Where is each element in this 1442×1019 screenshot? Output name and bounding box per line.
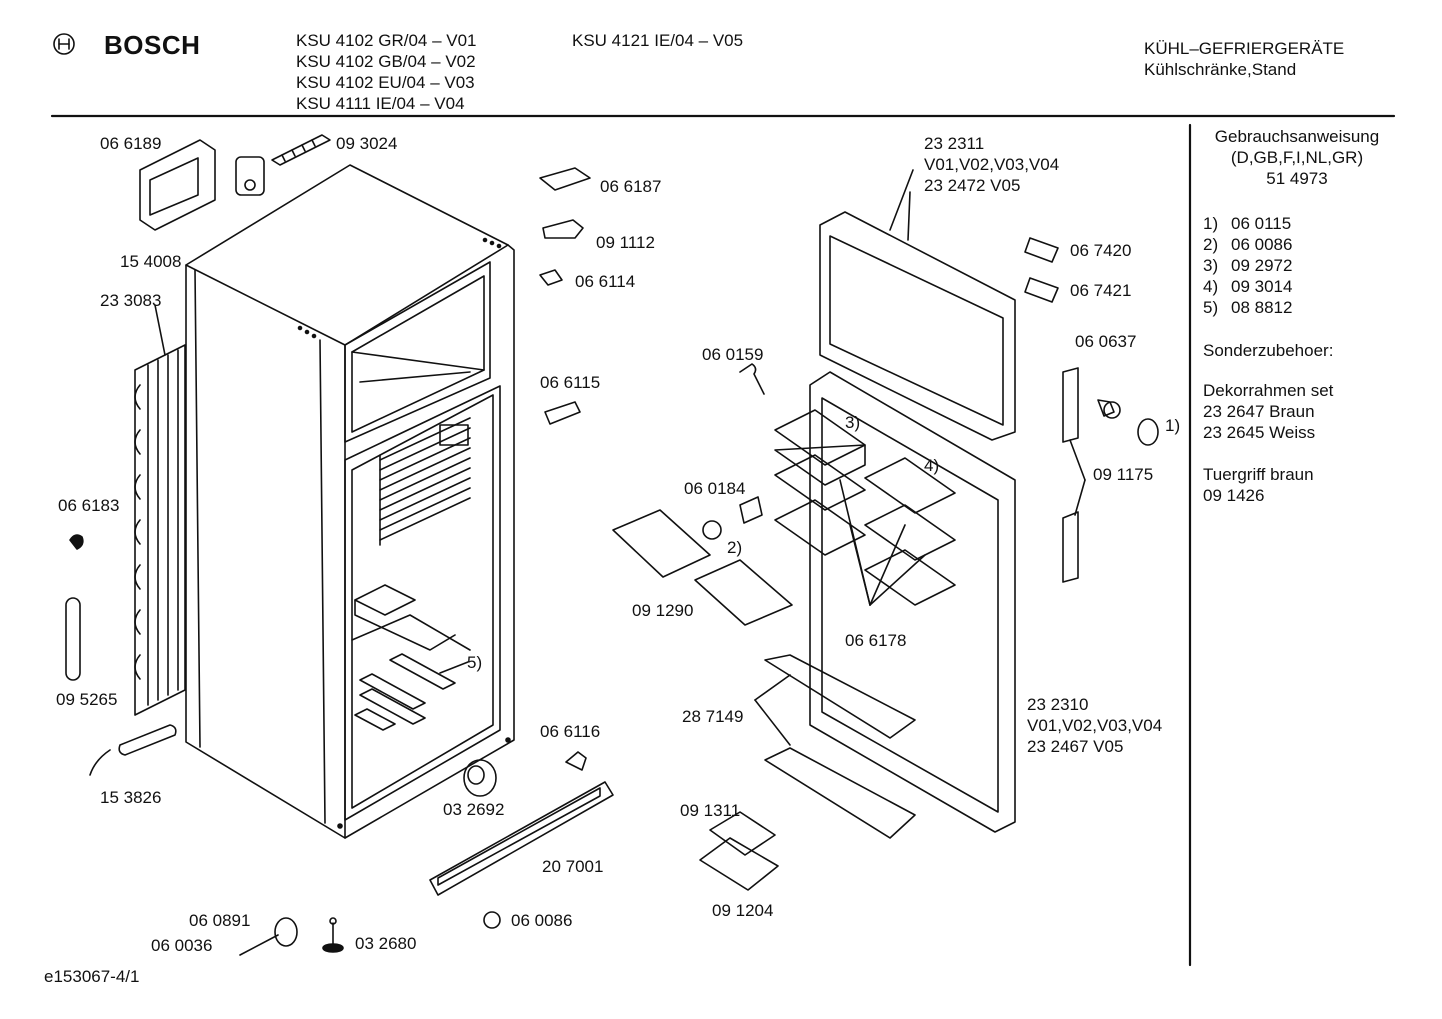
callout-label: 06 0891 [189, 911, 251, 930]
callout-label: 09 1311 [680, 801, 741, 820]
freezer-door-drawing [819, 169, 1059, 441]
callout-label: 09 1175 [1093, 465, 1154, 484]
callout-label: V01,V02,V03,V04 [1027, 716, 1163, 735]
callout-label: 4) [924, 456, 940, 475]
brand-logo-text: BOSCH [104, 30, 201, 60]
cabinet-body-drawing [185, 164, 515, 839]
callout-label: 06 0184 [684, 479, 746, 498]
callout-label: 06 6114 [575, 272, 636, 291]
callout-label: V01,V02,V03,V04 [924, 155, 1060, 174]
callout-label: 06 6178 [845, 631, 907, 650]
accessories-title: Sonderzubehoer: [1203, 341, 1334, 360]
callout-label: 23 2310 [1027, 695, 1089, 714]
list-item: 5)08 8812 [1203, 298, 1293, 317]
callout-label: 28 7149 [682, 707, 744, 726]
model-line: KSU 4102 EU/04 – V03 [296, 73, 475, 92]
callout-label: 23 2472 V05 [924, 176, 1021, 195]
callout-label: 06 6116 [540, 722, 601, 741]
decor-title: Dekorrahmen set [1203, 381, 1334, 400]
model-line: KSU 4102 GR/04 – V01 [296, 31, 477, 50]
bosch-logo-icon [53, 33, 75, 55]
callout-label: 23 2311 [924, 134, 985, 153]
drawing-code: e153067-4/1 [44, 967, 140, 986]
callout-label: 09 1112 [596, 233, 655, 252]
callout-label: 06 0086 [511, 911, 573, 930]
callout-label: 23 2467 V05 [1027, 737, 1124, 756]
model-line-mid: KSU 4121 IE/04 – V05 [572, 31, 744, 50]
list-item: 4)09 3014 [1203, 277, 1293, 296]
callout-label: 5) [467, 653, 483, 672]
callout-label: 09 1204 [712, 901, 774, 920]
callout-label: 06 0159 [702, 345, 764, 364]
numbered-parts-list: 1)06 0115 2)06 0086 3)09 2972 4)09 3014 … [1203, 213, 1292, 318]
callout-label: 06 7420 [1070, 241, 1132, 260]
callout-label: 23 3083 [100, 291, 162, 310]
callout-label: 06 6115 [540, 373, 601, 392]
fridge-door-drawing [699, 367, 1159, 891]
decor-brown: 23 2647 Braun [1203, 402, 1315, 421]
category-line-2: Kühlschränke,Stand [1144, 60, 1297, 79]
callout-label: 03 2680 [355, 934, 417, 953]
condenser-coil-drawing [134, 304, 186, 716]
model-line: KSU 4102 GB/04 – V02 [296, 52, 476, 71]
small-left-parts-drawing [65, 534, 614, 956]
handle-title: Tuergriff braun [1203, 465, 1314, 484]
callout-label: 15 4008 [120, 252, 182, 271]
callout-label: 06 6183 [58, 496, 120, 515]
list-item: 3)09 2972 [1203, 256, 1293, 275]
callout-label: 09 3024 [336, 134, 398, 153]
callout-label: 06 0637 [1075, 332, 1137, 351]
handle-block: Tuergriff braun 09 1426 [1203, 464, 1314, 506]
model-line: KSU 4111 IE/04 – V04 [296, 94, 465, 113]
callout-label: 06 7421 [1070, 281, 1132, 300]
control-housing-drawing [139, 134, 331, 231]
callout-label-block: 23 2310 V01,V02,V03,V04 23 2467 V05 [1027, 694, 1162, 757]
callout-label: 06 6189 [100, 134, 162, 153]
handle-number: 09 1426 [1203, 486, 1265, 505]
callout-label: 06 6187 [600, 177, 662, 196]
decor-block: Dekorrahmen set 23 2647 Braun 23 2645 We… [1203, 380, 1333, 443]
callout-label: 09 5265 [56, 690, 118, 709]
callout-label: 03 2692 [443, 800, 505, 819]
callout-label: 1) [1165, 416, 1181, 435]
callout-label: 20 7001 [542, 857, 604, 876]
callout-label: 09 1290 [632, 601, 694, 620]
callout-label-block: 23 2311 V01,V02,V03,V04 23 2472 V05 [924, 133, 1059, 196]
manual-block: Gebrauchsanweisung (D,GB,F,I,NL,GR) 51 4… [1201, 126, 1393, 189]
decor-white: 23 2645 Weiss [1203, 423, 1316, 442]
list-item: 1)06 0115 [1203, 214, 1292, 233]
category-line-1: KÜHL–GEFRIERGERÄTE [1144, 39, 1345, 58]
callout-label: 3) [845, 413, 861, 432]
callout-label: 2) [727, 538, 743, 557]
model-list-left: KSU 4102 GR/04 – V01 KSU 4102 GB/04 – V0… [296, 30, 477, 114]
callout-label: 06 0036 [151, 936, 213, 955]
callout-label: 15 3826 [100, 788, 162, 807]
list-item: 2)06 0086 [1203, 235, 1293, 254]
manual-number: 51 4973 [1266, 169, 1328, 188]
manual-title: Gebrauchsanweisung [1214, 127, 1380, 146]
small-middle-parts-drawing [539, 167, 793, 626]
category-title: KÜHL–GEFRIERGERÄTE Kühlschränke,Stand [1144, 38, 1344, 80]
manual-languages: (D,GB,F,I,NL,GR) [1230, 148, 1364, 167]
